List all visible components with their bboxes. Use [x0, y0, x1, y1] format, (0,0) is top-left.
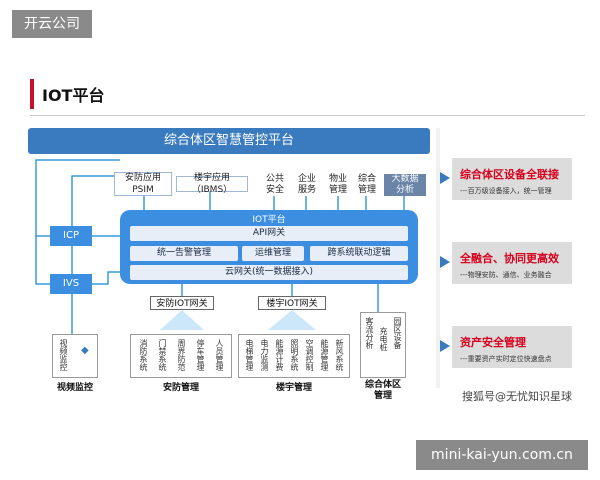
- arrow-right-icon: [440, 256, 450, 268]
- complex-group-label: 综合体区 管理: [364, 380, 401, 401]
- cross-system-linkage: 跨系统联动逻辑: [310, 246, 408, 261]
- security-col-0: 消防系统: [139, 339, 148, 371]
- complex-col-1: 充电桩: [379, 327, 388, 351]
- icp-box: ICP: [50, 226, 92, 246]
- feature-3-title: 资产安全管理: [460, 336, 526, 349]
- unified-alarm-management: 统一告警管理: [130, 246, 238, 261]
- feature-1-title: 综合体区设备全联接: [460, 168, 559, 181]
- video-group-label: 视频监控: [56, 383, 93, 393]
- security-iot-gateway: 安防IOT网关: [150, 296, 214, 310]
- complex-col-2: 园区设备: [393, 317, 402, 349]
- site-watermark-bg: [416, 440, 588, 470]
- app-bigdata-analysis: 大数据 分析: [384, 174, 426, 196]
- ops-management: 运维管理: [242, 246, 304, 261]
- building-col-4: 空调控制: [305, 339, 314, 371]
- building-col-5: 能源管理: [320, 339, 329, 371]
- building-group: 电梯管理 电力监测 能源计费 照明系统 空调控制 能源管理 新风系统: [238, 334, 350, 378]
- cloud-gateway: 云网关(统一数据接入): [130, 265, 408, 280]
- ivs-box: IVS: [50, 274, 92, 294]
- security-group: 消防系统 门禁系统 周界防范 停车管理 人员管理: [130, 334, 232, 378]
- feature-1-sub: ---百万级设备接入，统一管理: [460, 187, 552, 195]
- video-col-0: 视频监控: [59, 339, 68, 371]
- security-col-2: 周界防范: [177, 339, 186, 371]
- app-security-psim: 安防应用 PSIM: [114, 172, 172, 196]
- header-divider: [30, 115, 585, 116]
- building-group-label: 楼宇管理: [275, 383, 312, 393]
- building-iot-gateway: 楼宇IOT网关: [258, 296, 326, 310]
- brand-logo: 开云公司: [12, 10, 92, 38]
- app-public-safety: 公共 安全: [265, 174, 284, 195]
- iot-platform-title: IOT平台: [252, 215, 286, 225]
- sohu-watermark: 搜狐号@无忧知识星球: [462, 390, 572, 403]
- app-building-ibms: 楼宇应用（IBMS）: [176, 173, 248, 195]
- security-col-1: 门禁系统: [158, 339, 167, 371]
- site-watermark: mini-kai-yun.com.cn: [431, 447, 573, 463]
- video-group: 视频监控 ◆: [52, 334, 98, 378]
- feature-2-sub: ---物理安防、通信、业务融合: [460, 271, 552, 279]
- building-col-1: 电力监测: [260, 339, 269, 371]
- app-enterprise-service: 企业 服务: [297, 174, 316, 195]
- page-title: IOT平台: [42, 86, 105, 105]
- security-col-4: 人员管理: [215, 339, 224, 371]
- camera-icon: ◆: [81, 345, 89, 356]
- api-gateway: API网关: [130, 226, 408, 241]
- building-col-2: 能源计费: [275, 339, 284, 371]
- feature-card-2: [452, 242, 572, 284]
- feature-2-title: 全融合、协同更高效: [460, 252, 559, 265]
- building-col-3: 照明系统: [290, 339, 299, 371]
- right-panel-strip: [436, 128, 440, 388]
- complex-group: 客流分析 充电桩 园区设备: [360, 312, 406, 378]
- security-group-label: 安防管理: [162, 383, 199, 393]
- feature-card-1: [452, 158, 572, 200]
- building-col-0: 电梯管理: [245, 339, 254, 371]
- feature-3-sub: ---重要资产实时定位快速盘点: [460, 355, 552, 363]
- app-property-management: 物业 管理: [328, 174, 347, 195]
- arrow-right-icon: [440, 340, 450, 352]
- feature-card-3: [452, 326, 572, 368]
- building-col-6: 新风系统: [335, 339, 344, 371]
- app-integrated-management: 综合 管理: [357, 174, 376, 195]
- platform-banner: 综合体区智慧管控平台: [28, 128, 430, 154]
- arrow-right-icon: [440, 172, 450, 184]
- security-col-3: 停车管理: [196, 339, 205, 371]
- complex-col-0: 客流分析: [365, 317, 374, 349]
- header-accent-bar: [30, 79, 34, 109]
